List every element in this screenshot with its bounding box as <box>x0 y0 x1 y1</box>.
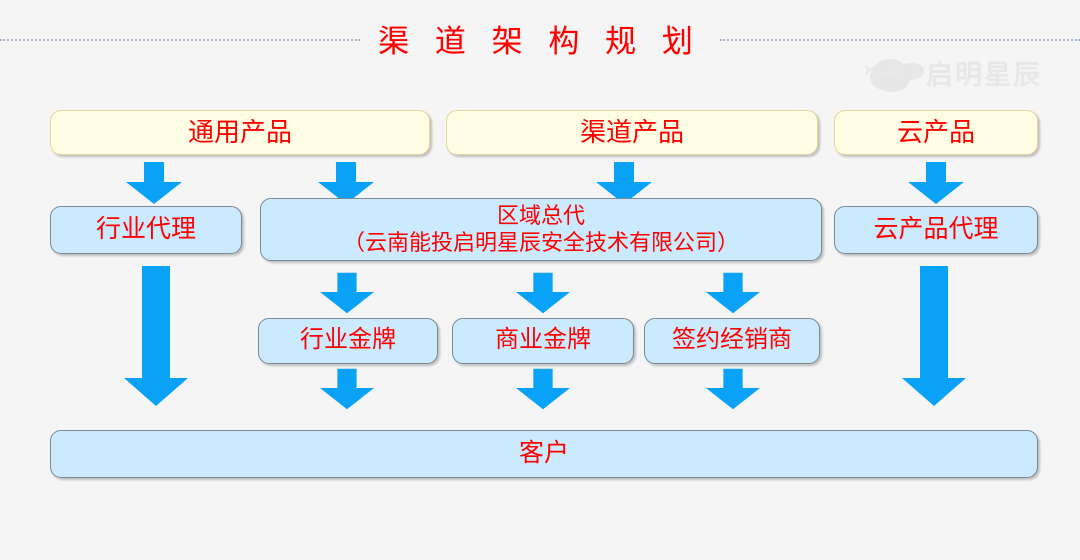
node-contract-dealer[interactable]: 签约经销商 <box>644 318 820 364</box>
node-agent-industry[interactable]: 行业代理 <box>50 206 242 254</box>
arrow-cloud-to-cloud-agent <box>908 162 964 204</box>
arrow-general-to-industry-agent <box>126 162 182 204</box>
node-agent-cloud[interactable]: 云产品代理 <box>834 206 1038 254</box>
node-gold-commercial-label: 商业金牌 <box>495 327 591 354</box>
node-product-cloud-label: 云产品 <box>896 117 975 147</box>
title-rule-left <box>0 39 361 41</box>
arrow-regional-to-gold-commercial <box>516 272 570 314</box>
node-regional-master-line2: （云南能投启明星辰安全技术有限公司） <box>342 229 739 255</box>
logo-wordmark-latin: Venus <box>877 66 900 80</box>
arrow-contract-dealer-to-customer <box>706 368 760 410</box>
node-customer-label: 客户 <box>518 439 569 467</box>
node-customer[interactable]: 客户 <box>50 430 1038 478</box>
arrow-regional-to-contract-dealer <box>706 272 760 314</box>
arrow-channel-to-regional-master <box>596 162 652 204</box>
arrow-gold-industry-to-customer <box>320 368 374 410</box>
node-contract-dealer-label: 签约经销商 <box>672 327 792 354</box>
arrow-industry-agent-to-customer <box>124 266 188 406</box>
node-product-cloud[interactable]: 云产品 <box>834 110 1038 155</box>
arrow-regional-to-gold-industry <box>320 272 374 314</box>
slide-title-band: 渠 道 架 构 规 划 <box>0 14 1080 62</box>
page-title: 渠 道 架 构 规 划 <box>378 23 702 59</box>
logo-tail-shape <box>896 61 926 82</box>
node-product-channel-label: 渠道产品 <box>579 117 684 147</box>
arrow-gold-commercial-to-customer <box>516 368 570 410</box>
node-agent-cloud-label: 云产品代理 <box>873 215 999 243</box>
arrow-cloud-agent-to-customer <box>902 266 966 406</box>
node-product-channel[interactable]: 渠道产品 <box>446 110 818 155</box>
title-rule-right <box>719 39 1080 41</box>
node-product-general[interactable]: 通用产品 <box>50 110 430 155</box>
node-gold-commercial[interactable]: 商业金牌 <box>452 318 634 364</box>
node-gold-industry-label: 行业金牌 <box>300 327 396 354</box>
logo-blob-shape <box>870 59 910 92</box>
node-product-general-label: 通用产品 <box>187 117 292 147</box>
node-gold-industry[interactable]: 行业金牌 <box>258 318 438 364</box>
brand-name-text: 启明星辰 <box>926 59 1042 91</box>
node-regional-master[interactable]: 区域总代 （云南能投启明星辰安全技术有限公司） <box>260 198 822 261</box>
node-agent-industry-label: 行业代理 <box>95 215 196 243</box>
node-regional-master-line1: 区域总代 <box>496 202 585 228</box>
arrow-general-to-regional-master <box>318 162 374 204</box>
